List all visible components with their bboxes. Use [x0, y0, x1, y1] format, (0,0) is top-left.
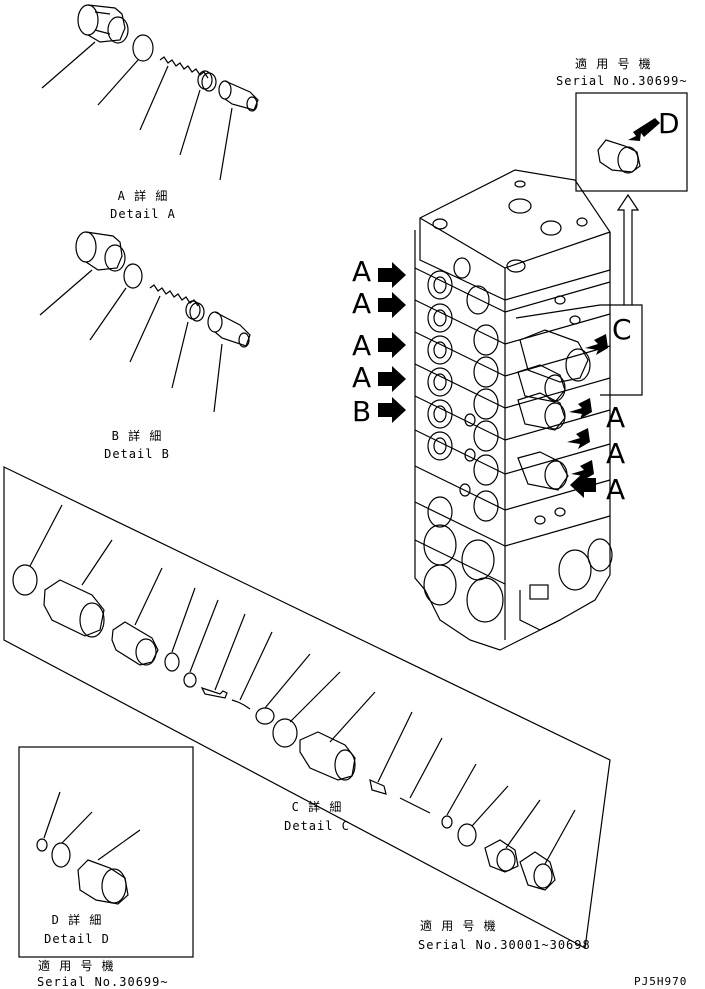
detail-d-title-en: Detail D — [44, 932, 110, 946]
main-valve-assembly — [414, 169, 613, 651]
callout-a1: A — [352, 255, 372, 288]
detail-c-valve — [299, 731, 356, 781]
detail-d-frame — [18, 746, 194, 958]
top-right-d-frame — [575, 92, 688, 192]
callout-a5: A — [606, 401, 626, 434]
detail-c-sleeve — [111, 621, 159, 666]
detail-c-frame — [3, 466, 611, 949]
arrow-a4-icon — [378, 366, 406, 392]
c-applicable-jp: 適 用 号 機 — [420, 919, 497, 933]
detail-a-oring — [132, 34, 154, 62]
left-face-ports — [423, 257, 504, 623]
top-applicable-jp: 適 用 号 機 — [575, 57, 652, 71]
detail-b-title-en: Detail B — [104, 447, 170, 461]
arrow-b-icon — [378, 397, 406, 423]
callout-a6: A — [606, 437, 626, 470]
arrow-a5-icon — [569, 398, 592, 419]
connector-arrow-icon — [616, 193, 640, 305]
callout-b: B — [352, 395, 372, 428]
detail-c-cap — [519, 851, 556, 891]
top-serial: Serial No.30699~ — [556, 74, 688, 88]
detail-b-spring — [149, 284, 199, 307]
d-applicable-jp: 適 用 号 機 — [38, 959, 115, 973]
detail-d-plug — [77, 859, 129, 905]
arrow-a1-icon — [378, 262, 406, 288]
detail-a-title-en: Detail A — [110, 207, 176, 221]
arrow-c-icon — [585, 334, 608, 355]
detail-b-poppet — [207, 311, 251, 348]
callout-a4: A — [352, 361, 372, 394]
solid-arrows — [378, 262, 608, 498]
detail-b-plug — [75, 231, 126, 272]
detail-b-title-jp: B 詳 細 — [111, 429, 163, 443]
detail-a-plug — [77, 4, 129, 44]
detail-d-parts — [36, 791, 141, 905]
detail-a-poppet — [218, 80, 259, 112]
arrow-a7-icon — [570, 472, 596, 498]
left-spool-caps — [427, 270, 453, 461]
drawing-code: PJ5H970 — [634, 975, 688, 988]
detail-a-spring — [159, 56, 209, 79]
detail-d-title-jp: D 詳 細 — [51, 913, 103, 927]
detail-c-title-jp: C 詳 細 — [291, 800, 343, 814]
callout-a3: A — [352, 329, 372, 362]
detail-c-title-en: Detail C — [284, 819, 350, 833]
top-right-d-plug — [597, 139, 641, 174]
arrow-a6-icon — [567, 428, 590, 449]
detail-c-nut — [484, 839, 519, 873]
d-arrow-icon — [628, 118, 660, 141]
detail-c-parts — [12, 504, 576, 891]
d-serial: Serial No.30699~ — [37, 975, 169, 989]
right-side-valves — [517, 329, 591, 491]
callout-c: C — [612, 313, 632, 346]
arrow-a3-icon — [378, 332, 406, 358]
c-serial: Serial No.30001~30698 — [418, 938, 591, 952]
c-callout-frame — [515, 304, 643, 396]
detail-b-oring — [123, 263, 143, 289]
detail-a-ring — [197, 70, 217, 92]
callout-a7: A — [606, 473, 626, 506]
detail-b-parts — [39, 231, 251, 413]
detail-a-parts — [41, 4, 259, 181]
right-face-ports — [529, 295, 613, 600]
detail-b-ring — [185, 300, 205, 322]
detail-c-plug — [43, 579, 105, 638]
arrow-a8-icon — [571, 460, 594, 481]
detail-a-title-jp: A 詳 細 — [117, 189, 169, 203]
callout-d: D — [658, 107, 680, 140]
callout-a2: A — [352, 287, 372, 320]
arrow-a2-icon — [378, 292, 406, 318]
